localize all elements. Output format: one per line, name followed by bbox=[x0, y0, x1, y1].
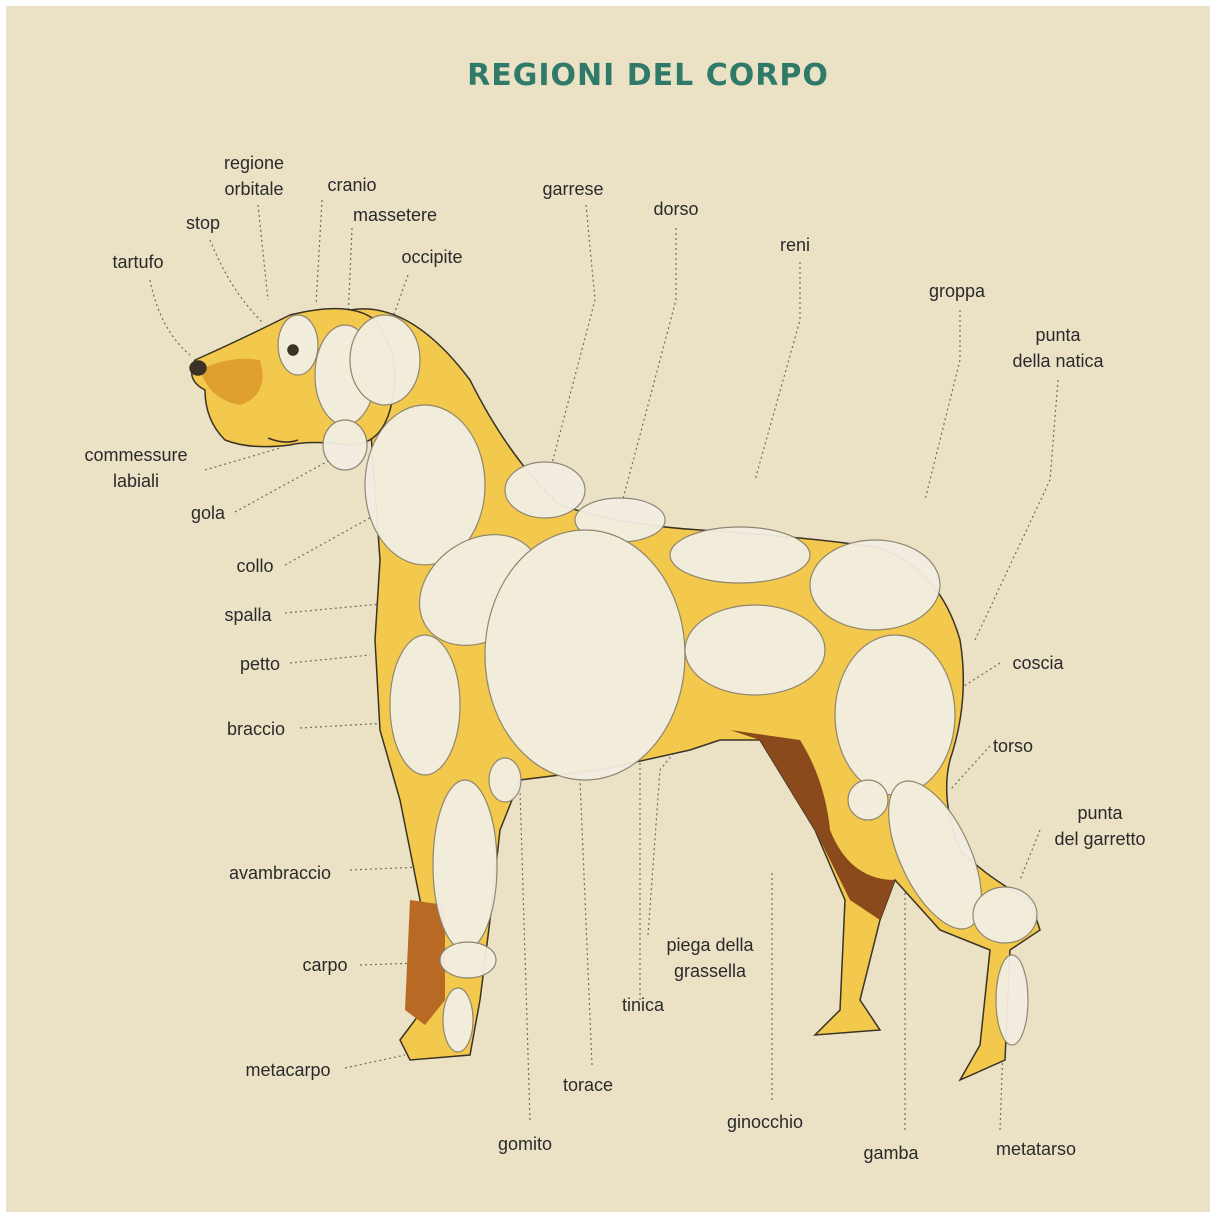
label-torso: torso bbox=[993, 733, 1033, 759]
eye bbox=[288, 345, 298, 355]
region-occiput bbox=[350, 315, 420, 405]
region-forearm bbox=[433, 780, 497, 950]
region-elbow bbox=[489, 758, 521, 802]
leader-gola bbox=[235, 460, 330, 512]
page-title: REGIONI DEL CORPO bbox=[0, 58, 1216, 93]
label-occipite: occipite bbox=[401, 244, 462, 270]
leader-reni bbox=[755, 262, 800, 480]
label-commessure-labiali: commessurelabiali bbox=[84, 442, 187, 494]
region-hock bbox=[973, 887, 1037, 943]
label-punta-garretto: puntadel garretto bbox=[1054, 800, 1145, 852]
foreleg-shadow bbox=[405, 900, 445, 1025]
label-piega-grassella: piega dellagrassella bbox=[666, 932, 753, 984]
region-orbital bbox=[278, 315, 318, 375]
leader-cranio bbox=[316, 200, 322, 305]
leader-gomito bbox=[520, 790, 530, 1120]
label-gola: gola bbox=[191, 500, 225, 526]
region-thigh bbox=[835, 635, 955, 795]
label-cranio: cranio bbox=[327, 172, 376, 198]
label-massetere: massetere bbox=[353, 202, 437, 228]
label-stop: stop bbox=[186, 210, 220, 236]
leader-groppa bbox=[925, 310, 960, 500]
leader-garrese bbox=[545, 205, 595, 490]
leader-metacarpo bbox=[345, 1055, 405, 1068]
label-reni: reni bbox=[780, 232, 810, 258]
region-withers bbox=[505, 462, 585, 518]
label-braccio: braccio bbox=[227, 716, 285, 742]
region-knee bbox=[848, 780, 888, 820]
label-gamba: gamba bbox=[863, 1140, 918, 1166]
region-throat bbox=[323, 420, 367, 470]
label-avambraccio: avambraccio bbox=[229, 860, 331, 886]
label-tartufo: tartufo bbox=[112, 249, 163, 275]
label-torace: torace bbox=[563, 1072, 613, 1098]
label-punta-natica: puntadella natica bbox=[1012, 322, 1103, 374]
leader-punta-garretto bbox=[1020, 830, 1040, 880]
label-collo: collo bbox=[236, 553, 273, 579]
label-spalla: spalla bbox=[224, 602, 271, 628]
leader-commessure bbox=[205, 448, 280, 470]
label-groppa: groppa bbox=[929, 278, 985, 304]
label-regione-orbitale: regioneorbitale bbox=[224, 150, 284, 202]
label-carpo: carpo bbox=[302, 952, 347, 978]
leader-stop bbox=[210, 240, 262, 322]
leader-occipite bbox=[392, 275, 408, 320]
region-loin bbox=[670, 527, 810, 583]
label-gomito: gomito bbox=[498, 1131, 552, 1157]
label-metacarpo: metacarpo bbox=[245, 1057, 330, 1083]
nose bbox=[190, 361, 206, 375]
leader-punta-natica bbox=[975, 380, 1058, 640]
body-regions bbox=[278, 315, 1037, 1052]
region-flank bbox=[685, 605, 825, 695]
leader-torace bbox=[580, 780, 592, 1065]
label-petto: petto bbox=[240, 651, 280, 677]
leader-torso bbox=[950, 746, 990, 790]
region-croup bbox=[810, 540, 940, 630]
leader-massetere bbox=[348, 228, 352, 320]
region-metacarpus bbox=[443, 988, 473, 1052]
leader-collo bbox=[285, 515, 375, 565]
region-carpus bbox=[440, 942, 496, 978]
region-chest bbox=[485, 530, 685, 780]
region-metatarsus bbox=[996, 955, 1028, 1045]
leader-dorso bbox=[620, 228, 676, 510]
label-coscia: coscia bbox=[1012, 650, 1063, 676]
label-garrese: garrese bbox=[542, 176, 603, 202]
label-ginocchio: ginocchio bbox=[727, 1109, 803, 1135]
leader-regione-orbitale bbox=[258, 205, 268, 300]
region-forearm-upper bbox=[390, 635, 460, 775]
label-metatarso: metatarso bbox=[996, 1136, 1076, 1162]
leader-petto bbox=[290, 655, 370, 663]
label-dorso: dorso bbox=[653, 196, 698, 222]
leader-tartufo bbox=[150, 280, 190, 355]
label-tinica: tinica bbox=[622, 992, 664, 1018]
